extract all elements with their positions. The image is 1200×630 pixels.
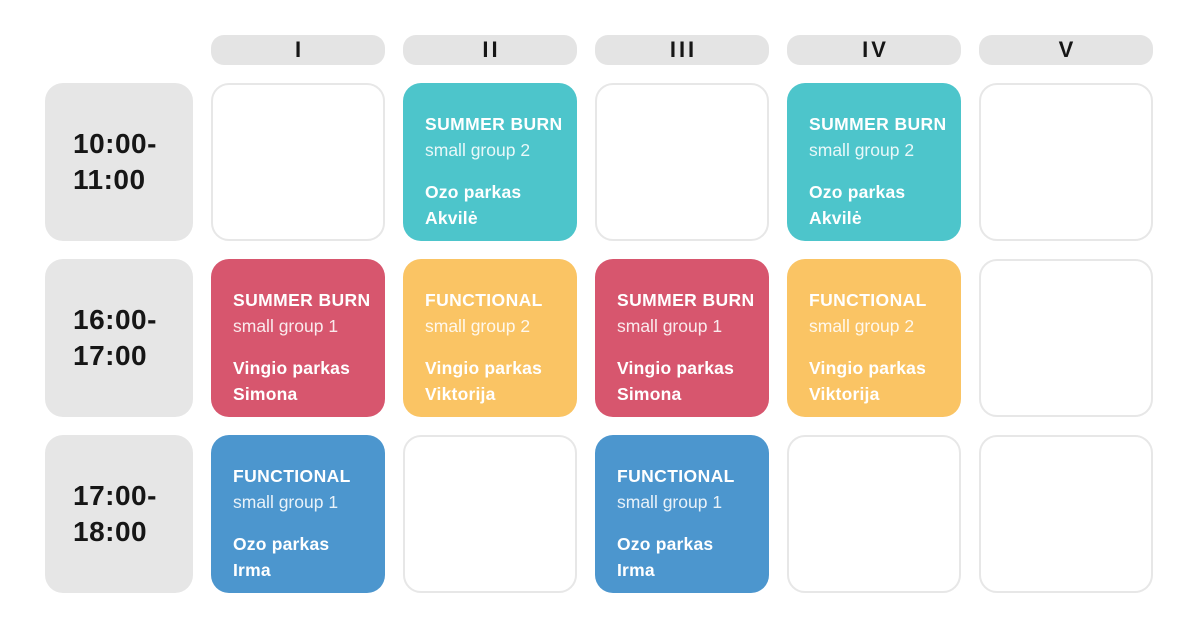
class-trainer: Simona	[617, 384, 682, 404]
class-trainer: Irma	[233, 560, 271, 580]
class-subtitle: small group 1	[233, 316, 339, 336]
class-trainer: Viktorija	[809, 384, 880, 404]
class-location: Vingio parkas	[617, 358, 735, 378]
class-card: SUMMER BURN small group 1 Vingio parkas …	[211, 259, 385, 417]
column-header-1: I	[211, 35, 385, 65]
column-header-4: IV	[787, 35, 961, 65]
time-slot-label-2: 16:00- 17:00	[45, 259, 193, 417]
class-subtitle: small group 2	[425, 140, 531, 160]
class-card: FUNCTIONAL small group 1 Ozo parkas Irma	[595, 435, 769, 593]
class-location: Vingio parkas	[809, 358, 927, 378]
class-title: FUNCTIONAL	[809, 290, 927, 310]
grid-corner-spacer	[45, 35, 193, 65]
column-header-1-label: I	[294, 37, 305, 62]
class-subtitle: small group 2	[425, 316, 531, 336]
class-card: SUMMER BURN small group 2 Ozo parkas Akv…	[787, 83, 961, 241]
class-title: FUNCTIONAL	[425, 290, 543, 310]
column-header-3: III	[595, 35, 769, 65]
column-header-5-label: V	[1058, 37, 1077, 62]
empty-slot	[211, 83, 385, 241]
schedule-grid: I II III IV V 10:00- 11:00 SUMMER BURN s…	[45, 35, 1153, 593]
class-location: Ozo parkas	[233, 534, 330, 554]
empty-slot	[595, 83, 769, 241]
class-subtitle: small group 1	[617, 316, 723, 336]
time-slot-label-1: 10:00- 11:00	[45, 83, 193, 241]
class-location: Ozo parkas	[617, 534, 714, 554]
class-trainer: Irma	[617, 560, 655, 580]
class-location: Ozo parkas	[425, 182, 522, 202]
empty-slot	[979, 435, 1153, 593]
empty-slot	[403, 435, 577, 593]
class-title: SUMMER BURN	[425, 114, 563, 134]
class-subtitle: small group 2	[809, 316, 915, 336]
class-title: FUNCTIONAL	[233, 466, 351, 486]
class-card: FUNCTIONAL small group 2 Vingio parkas V…	[787, 259, 961, 417]
class-trainer: Viktorija	[425, 384, 496, 404]
column-header-5: V	[979, 35, 1153, 65]
class-subtitle: small group 1	[233, 492, 339, 512]
class-trainer: Akvilė	[809, 208, 862, 228]
class-card: FUNCTIONAL small group 1 Ozo parkas Irma	[211, 435, 385, 593]
empty-slot	[979, 259, 1153, 417]
class-location: Vingio parkas	[233, 358, 351, 378]
class-title: FUNCTIONAL	[617, 466, 735, 486]
empty-slot	[787, 435, 961, 593]
class-trainer: Akvilė	[425, 208, 478, 228]
class-title: SUMMER BURN	[233, 290, 371, 310]
class-title: SUMMER BURN	[809, 114, 947, 134]
class-card: FUNCTIONAL small group 2 Vingio parkas V…	[403, 259, 577, 417]
time-slot-label-3: 17:00- 18:00	[45, 435, 193, 593]
empty-slot	[979, 83, 1153, 241]
column-header-4-label: IV	[862, 37, 889, 62]
class-subtitle: small group 2	[809, 140, 915, 160]
class-card: SUMMER BURN small group 2 Ozo parkas Akv…	[403, 83, 577, 241]
column-header-2: II	[403, 35, 577, 65]
class-subtitle: small group 1	[617, 492, 723, 512]
column-header-2-label: II	[482, 37, 501, 62]
class-card: SUMMER BURN small group 1 Vingio parkas …	[595, 259, 769, 417]
class-location: Ozo parkas	[809, 182, 906, 202]
class-trainer: Simona	[233, 384, 298, 404]
class-title: SUMMER BURN	[617, 290, 755, 310]
class-location: Vingio parkas	[425, 358, 543, 378]
column-header-3-label: III	[669, 37, 698, 62]
